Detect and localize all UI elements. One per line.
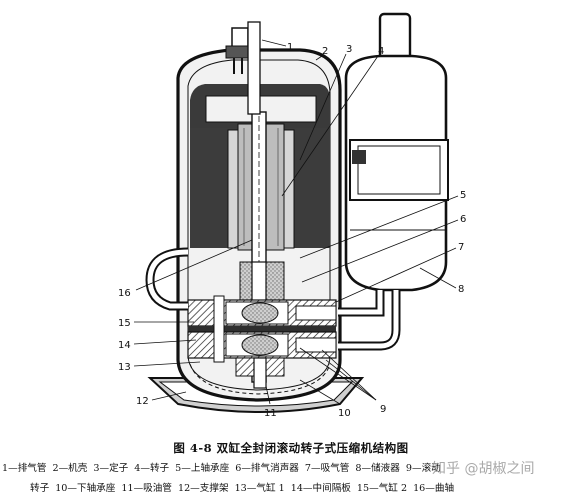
callout-15: 15 (118, 318, 131, 329)
callout-4: 4 (378, 46, 384, 57)
callout-6: 6 (460, 214, 466, 225)
legend-item: 5—上轴承座 (175, 463, 230, 474)
legend-item: 16—曲轴 (413, 483, 455, 494)
legend-item: 15—气缸 2 (356, 483, 408, 494)
accumulator (344, 12, 449, 292)
legend-item: 12—支撑架 (177, 483, 229, 494)
cylinder-assembly (187, 295, 337, 363)
legend-item: 3—定子 (93, 463, 129, 474)
callout-5: 5 (460, 190, 466, 201)
callout-13: 13 (118, 362, 131, 373)
callout-7: 7 (458, 242, 464, 253)
compressor-cross-section-drawing: 1 2 3 4 5 6 7 8 9 10 11 12 13 14 15 16 (118, 12, 466, 419)
left-tube (145, 247, 189, 311)
legend-item: 13—气缸 1 (234, 483, 285, 494)
legend-item: 10—下轴承座 (55, 483, 116, 494)
callout-11: 11 (264, 408, 277, 419)
figure-caption: 图 4-8 双缸全封闭滚动转子式压缩机结构图 (173, 441, 409, 455)
lower-bearing-seat (235, 357, 285, 389)
legend-row-1: 1—排气管 2—机壳 3—定子 4—转子 5—上轴承座 6—排气消声器 7—吸气管 8—储液器… (2, 460, 582, 474)
callout-10: 10 (338, 408, 351, 419)
legend-item: 8—储液器 (355, 463, 400, 474)
callout-12: 12 (136, 396, 149, 407)
callout-2: 2 (322, 46, 328, 57)
legend-item: 9—滚动 (405, 463, 441, 474)
legend-item: 1—排气管 (2, 463, 47, 474)
watermark: 知乎 @胡椒之间 (432, 461, 535, 477)
legend-item: 4—转子 (134, 463, 170, 474)
legend-item: 转子 (30, 483, 50, 494)
discharge-pipe (225, 21, 261, 115)
legend-item: 6—排气消声器 (235, 463, 299, 474)
callout-1: 1 (287, 42, 293, 53)
callout-14: 14 (118, 340, 131, 351)
legend-row-2: 转子 10—下轴承座 11—吸油管 12—支撑架 13—气缸 1 14—中间隔板 15—气缸… (30, 480, 582, 494)
suction-pipes (338, 290, 401, 351)
legend-item: 14—中间隔板 (290, 483, 351, 494)
legend-item: 2—机壳 (52, 463, 88, 474)
legend-item: 7—吸气管 (304, 463, 350, 474)
callout-3: 3 (346, 44, 352, 55)
callout-8: 8 (458, 284, 464, 295)
callout-16: 16 (118, 288, 131, 299)
callout-9: 9 (380, 404, 386, 415)
oil-sump (189, 363, 331, 395)
callout-labels: 1 2 3 4 5 6 7 8 9 10 11 12 13 14 15 16 (118, 42, 466, 419)
leader-lines (133, 39, 459, 405)
legend-item: 11—吸油管 (121, 483, 172, 494)
